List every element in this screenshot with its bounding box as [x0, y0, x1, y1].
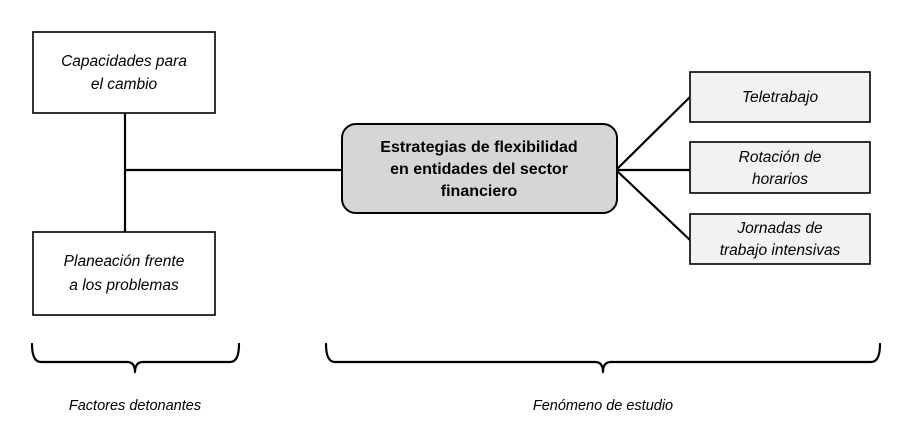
node-capacidades-cambio[interactable]: Capacidades para el cambio: [32, 31, 216, 114]
node-rotacion-horarios-label-line2: horarios: [752, 171, 808, 188]
node-capacidades-cambio-label-line2: el cambio: [91, 76, 158, 93]
right-connector-group: [615, 96, 691, 241]
node-jornadas-intensivas-label-line2: trabajo intensivas: [720, 242, 841, 259]
node-rotacion-horarios-label-line1: Rotación de: [739, 149, 822, 166]
node-planeacion-problemas-label-line2: a los problemas: [69, 277, 179, 294]
node-central-label-line3: financiero: [441, 183, 518, 200]
group-factores-detonantes: Factores detonantes: [30, 342, 241, 414]
caption-fenomeno-estudio: Fenómeno de estudio: [533, 398, 673, 414]
node-planeacion-problemas-label-line1: Planeación frente: [64, 253, 185, 270]
node-jornadas-intensivas-label-line1: Jornadas de: [736, 220, 823, 237]
node-capacidades-cambio-box: [32, 31, 216, 114]
node-teletrabajo-label-line1: Teletrabajo: [742, 89, 819, 106]
left-connector-group: [123, 113, 344, 232]
caption-factores-detonantes: Factores detonantes: [69, 398, 201, 414]
node-planeacion-problemas[interactable]: Planeación frente a los problemas: [32, 231, 216, 316]
node-central-box: [341, 123, 618, 214]
node-jornadas-intensivas[interactable]: Jornadas de trabajo intensivas: [689, 213, 871, 265]
node-rotacion-horarios-box: [689, 141, 871, 194]
node-capacidades-cambio-label-line1: Capacidades para: [61, 53, 187, 70]
node-teletrabajo-box: [689, 71, 871, 123]
connector-to-teletrabajo: [615, 96, 691, 171]
brace-factores-detonantes: [30, 342, 241, 374]
group-fenomeno-estudio: Fenómeno de estudio: [324, 342, 882, 414]
node-central-label-line1: Estrategias de flexibilidad: [380, 139, 577, 156]
node-jornadas-intensivas-box: [689, 213, 871, 265]
node-planeacion-problemas-box: [32, 231, 216, 316]
brace-fenomeno-estudio: [324, 342, 882, 374]
node-central-label-line2: en entidades del sector: [390, 161, 568, 178]
connector-to-jornadas-intensivas: [615, 169, 691, 241]
node-teletrabajo[interactable]: Teletrabajo: [689, 71, 871, 123]
node-rotacion-horarios[interactable]: Rotación de horarios: [689, 141, 871, 194]
node-central-estrategias-flexibilidad[interactable]: Estrategias de flexibilidad en entidades…: [341, 123, 618, 214]
